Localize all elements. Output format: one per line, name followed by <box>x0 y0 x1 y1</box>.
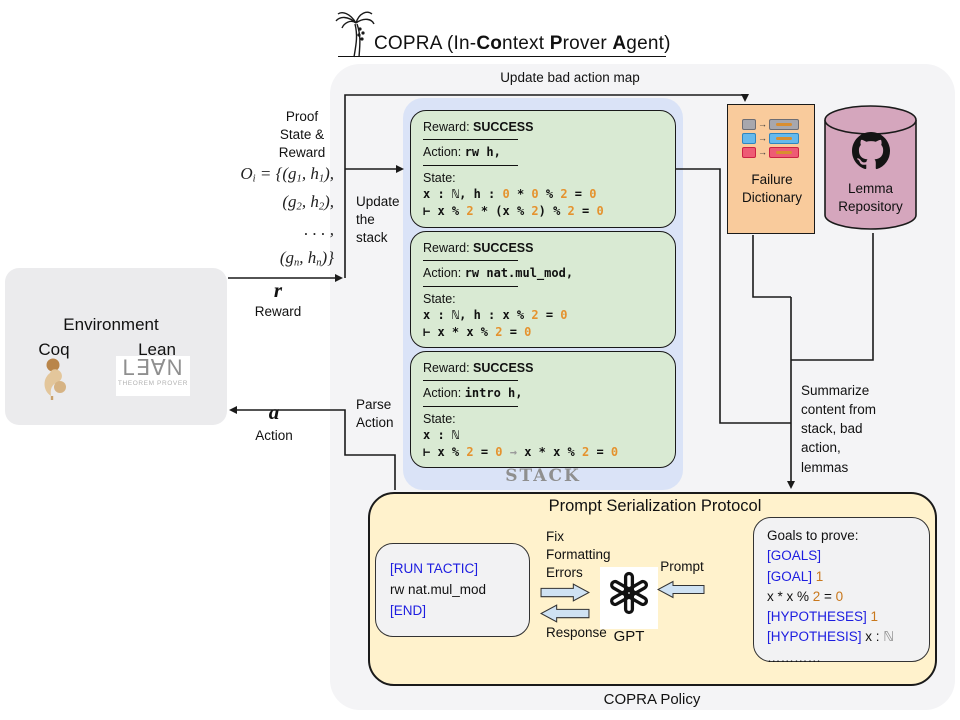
state-line: x : ℕ <box>423 428 460 443</box>
goals-line: ………… <box>767 649 821 665</box>
action-line: Action: rw nat.mul_mod, <box>423 266 574 281</box>
key-value-map-icon: → → → <box>728 119 814 158</box>
state-line: x : ℕ, h : x % 2 = 0 <box>423 308 568 323</box>
reward-label: Reward <box>254 304 302 319</box>
copra-policy-caption: COPRA Policy <box>603 691 701 708</box>
goals-line: [HYPOTHESES] 1 <box>767 609 879 624</box>
observation-math-line: (gn, hn)} <box>279 247 334 268</box>
arrow-right-icon: → <box>758 133 767 143</box>
arrow-right-icon: → <box>758 147 767 157</box>
goals-line: [GOALS] <box>767 548 822 564</box>
map-row: → <box>742 119 800 130</box>
run-tactic-box: [RUN TACTIC] rw nat.mul_mod [END] <box>375 543 530 637</box>
cylinder-shape <box>824 105 917 230</box>
action-line: Action: rw h, <box>423 145 501 160</box>
action-line: Action: intro h, <box>423 386 523 401</box>
observation-math-line: Oi = {(g1, h1), <box>240 164 334 185</box>
arrowhead <box>229 406 237 414</box>
response-label: Response <box>546 625 607 640</box>
openai-gpt-logo-icon <box>607 571 651 615</box>
observation-math-line: . . . , <box>304 220 334 240</box>
state-line: ⊢ x % 2 = 0 → x * x % 2 = 0 <box>423 444 619 459</box>
goals-box: Goals to prove: [GOALS] [GOAL] 1 x * x %… <box>753 517 930 665</box>
proof-state-reward-label: Proof State & Reward <box>278 109 326 160</box>
stack-frame-2: Reward: SUCCESS Action: rw nat.mul_mod, … <box>410 231 676 348</box>
separator <box>423 139 518 141</box>
action-math-symbol: a <box>268 400 280 424</box>
observation-math-line: (g2, h2), <box>282 192 334 213</box>
prompt-label: Prompt <box>660 559 704 574</box>
goals-line: Goals to prove: <box>767 528 859 543</box>
palm-tree-icon <box>334 10 376 58</box>
stack-label: STACK <box>505 466 581 486</box>
failure-dictionary-label: Failure Dictionary <box>741 172 803 206</box>
lemma-repository-label: Lemma Repository <box>838 181 903 215</box>
update-bad-action-map-label: Update bad action map <box>500 70 640 85</box>
state-line: ⊢ x % 2 * (x % 2) % 2 = 0 <box>423 203 604 218</box>
stack-frame-1: Reward: SUCCESS Action: rw h, State: x :… <box>410 110 676 228</box>
reward-line: Reward: SUCCESS <box>423 361 534 375</box>
run-tactic-line: [END] <box>390 602 427 618</box>
goals-line: x * x % 2 = 0 <box>767 588 844 604</box>
lean-logo-text: L∃∀N <box>122 355 184 380</box>
lemma-repository-cylinder: Lemma Repository <box>823 103 918 233</box>
reward-math-symbol: r <box>273 278 283 302</box>
fix-formatting-label: Fix Formatting Errors <box>546 529 611 580</box>
separator <box>423 405 518 407</box>
stack-frame-3: Reward: SUCCESS Action: intro h, State: … <box>410 351 676 468</box>
update-stack-label: Update the stack <box>356 194 400 245</box>
reward-line: Reward: SUCCESS <box>423 120 534 134</box>
state-label: State: <box>423 291 456 306</box>
policy-title: Prompt Serialization Protocol <box>548 497 762 515</box>
failure-dictionary-panel: → → → Failure Dictionary <box>727 104 815 234</box>
page-title: COPRA (In-Context Prover Agent) <box>374 33 671 54</box>
coq-rooster-icon <box>38 356 72 400</box>
run-tactic-line: rw nat.mul_mod <box>390 581 487 597</box>
reward-line: Reward: SUCCESS <box>423 241 534 255</box>
map-row: → <box>742 147 800 158</box>
state-line: ⊢ x * x % 2 = 0 <box>423 324 532 339</box>
goals-line: [GOAL] 1 <box>767 568 824 584</box>
coq-label: Coq <box>38 340 70 359</box>
lean-logo-subtext: THEOREM PROVER <box>117 380 189 388</box>
environment-panel <box>5 268 227 425</box>
summarize-label: Summarize content from stack, bad action… <box>801 383 877 475</box>
block-arrow-left-icon <box>540 604 590 623</box>
lean-logo: L∃∀N THEOREM PROVER <box>116 355 190 396</box>
parse-action-label: Parse Action <box>356 397 394 430</box>
block-arrow-right-icon <box>540 583 590 602</box>
separator <box>423 285 518 287</box>
github-icon <box>852 132 890 170</box>
separator <box>423 260 518 262</box>
map-row: → <box>742 133 800 144</box>
state-line: x : ℕ, h : 0 * 0 % 2 = 0 <box>423 187 597 202</box>
lean-label: Lean <box>138 340 176 359</box>
environment-title: Environment <box>63 315 159 334</box>
state-label: State: <box>423 170 456 185</box>
block-arrow-left-icon <box>657 580 705 599</box>
observation-math: Oi = {(g1, h1), (g2, h2), . . . , (gn, h… <box>210 160 334 272</box>
action-label: Action <box>255 428 293 443</box>
title-underline <box>338 56 666 57</box>
goals-line: [HYPOTHESIS] x : ℕ <box>767 629 895 645</box>
run-tactic-line: [RUN TACTIC] <box>390 561 479 576</box>
separator <box>423 380 518 382</box>
state-label: State: <box>423 411 456 426</box>
separator <box>423 164 518 166</box>
gpt-label: GPT <box>613 628 645 645</box>
arrow-right-icon: → <box>758 119 767 129</box>
gpt-logo-box <box>600 567 658 629</box>
